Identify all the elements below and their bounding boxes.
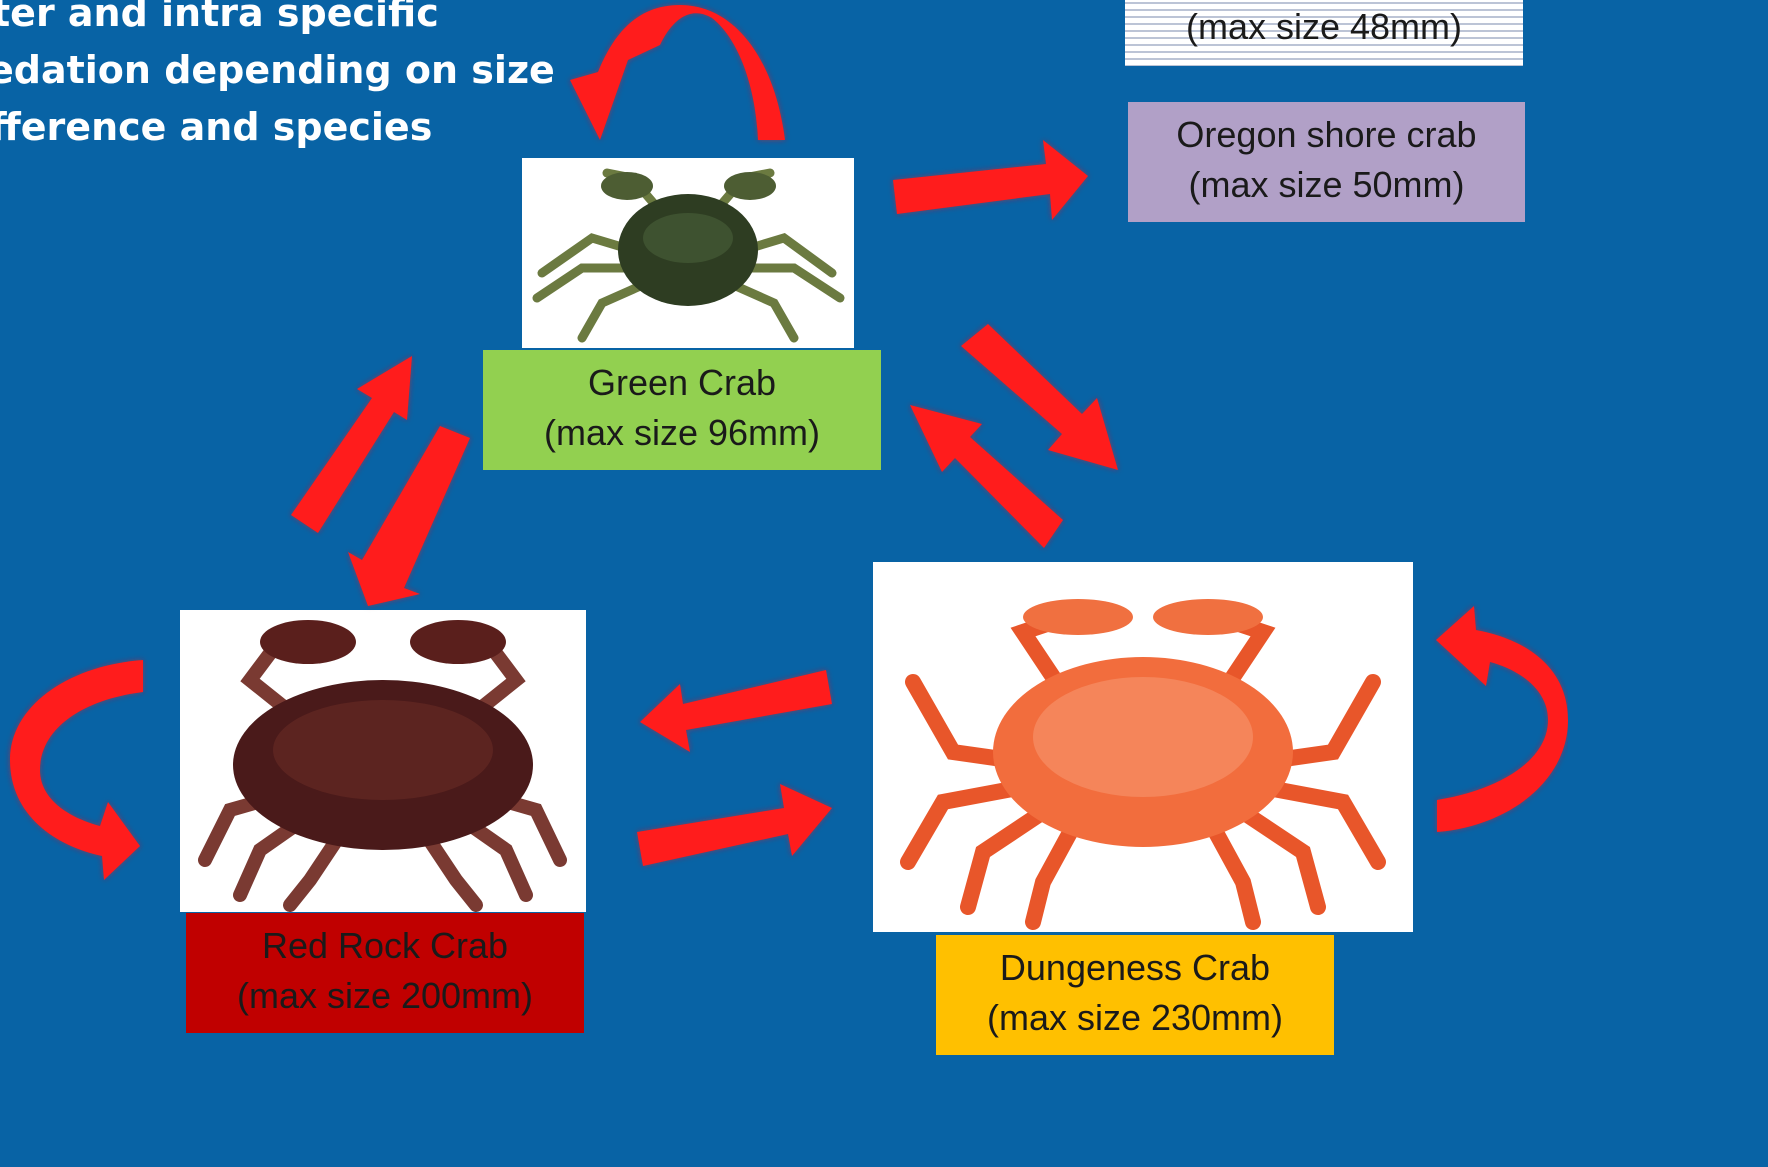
predation-arrows (0, 0, 1568, 1035)
redrock-to-dungeness-arrow (637, 784, 832, 866)
redrock-self-loop-arrow (10, 660, 143, 880)
dungeness-self-loop-arrow (1436, 606, 1568, 832)
dungeness-to-green-arrow (910, 405, 1063, 548)
green-to-oregon-arrow (893, 140, 1088, 220)
dungeness-to-redrock-arrow (640, 670, 832, 752)
green-to-dungeness-arrow (961, 324, 1118, 470)
green-self-loop-arrow (570, 5, 785, 140)
